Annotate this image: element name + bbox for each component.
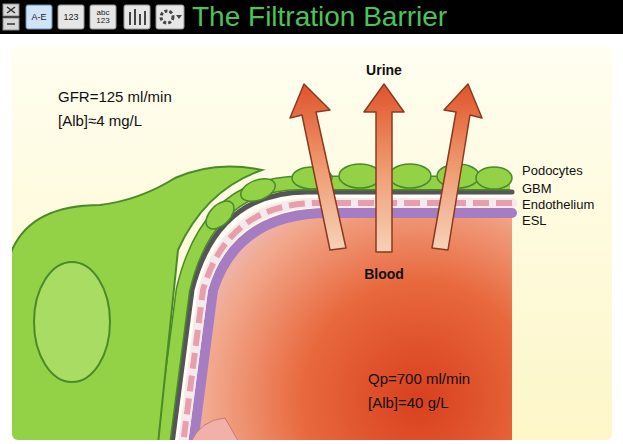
slide-title: The Filtration Barrier bbox=[192, 1, 447, 33]
foot-process bbox=[238, 174, 279, 205]
filtration-arrow bbox=[364, 84, 404, 252]
minimize-icon bbox=[7, 23, 15, 25]
podocyte-cell-body bbox=[12, 166, 262, 440]
filtration-arrow bbox=[290, 84, 346, 250]
tool-button bbox=[26, 5, 52, 29]
gear-icon bbox=[161, 11, 173, 23]
foot-process bbox=[389, 164, 431, 188]
filtration-arrow bbox=[432, 84, 482, 250]
layer-label: ESL bbox=[522, 213, 547, 228]
small-capillary bbox=[190, 418, 240, 440]
tool-button bbox=[156, 5, 184, 29]
minimize-button bbox=[3, 18, 19, 30]
title-band bbox=[0, 0, 623, 34]
tool-button bbox=[124, 5, 150, 29]
tool-button bbox=[58, 5, 84, 29]
plasma-albumin: [Alb]=40 g/L bbox=[368, 394, 448, 411]
layer-label: Podocytes bbox=[522, 163, 583, 178]
endothelium-layer bbox=[183, 203, 512, 440]
urine-albumin: [Alb]≈4 mg/L bbox=[58, 112, 142, 129]
chart-icon bbox=[130, 9, 145, 25]
blood-label: Blood bbox=[364, 266, 404, 282]
gbm-light bbox=[176, 196, 512, 440]
layer-label: GBM bbox=[522, 181, 552, 196]
foot-process bbox=[339, 164, 381, 188]
tool-label: A-E bbox=[26, 5, 52, 29]
gfr-value: GFR=125 ml/min bbox=[58, 88, 172, 105]
tool-label: abc 123 bbox=[90, 5, 116, 29]
close-icon bbox=[7, 7, 15, 13]
dropdown-icon bbox=[176, 15, 182, 19]
tool-label: 123 bbox=[58, 5, 84, 29]
foot-process bbox=[476, 167, 512, 189]
urine-arrows bbox=[290, 84, 482, 252]
toolbar bbox=[3, 4, 184, 30]
tool-button bbox=[90, 5, 116, 29]
blood-lumen bbox=[190, 210, 512, 440]
endothelium-ground bbox=[183, 203, 512, 440]
podocyte-nucleus bbox=[34, 262, 110, 382]
close-button bbox=[3, 4, 19, 16]
plasma-flow: Qp=700 ml/min bbox=[368, 370, 470, 387]
esl-layer bbox=[193, 213, 512, 440]
layer-label: Endothelium bbox=[522, 197, 594, 212]
urine-label: Urine bbox=[366, 62, 402, 78]
